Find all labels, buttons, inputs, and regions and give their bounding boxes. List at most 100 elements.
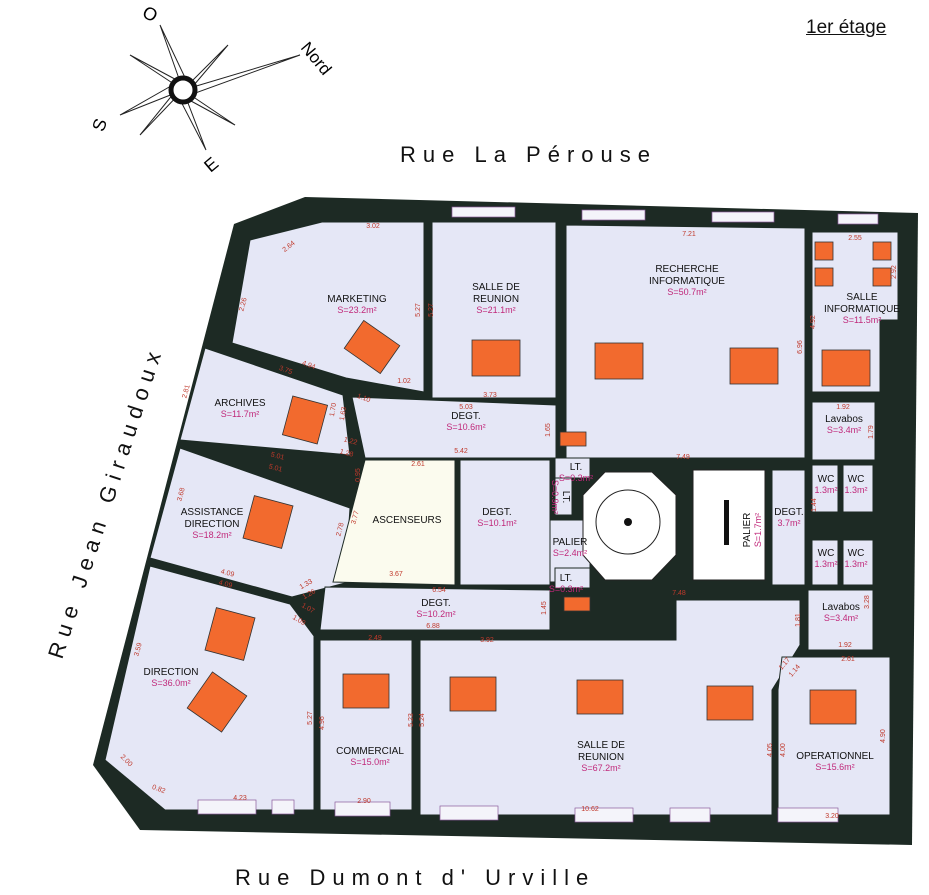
room-name: LT. xyxy=(570,462,583,473)
room-area: 3.7m² xyxy=(777,518,800,528)
dimension-label: 1.45 xyxy=(541,601,548,615)
dimension-label: 5.23 xyxy=(408,713,415,727)
dimension-label: 1.70 xyxy=(329,402,338,417)
room-degt xyxy=(459,459,551,586)
room-name: ASCENSEURS xyxy=(373,515,442,526)
room-area: S=10.6m² xyxy=(446,422,485,432)
room-name: PALIER xyxy=(553,537,588,548)
window xyxy=(451,206,516,218)
room-area: 1.3m² xyxy=(844,485,867,495)
dimension-label: 2.26 xyxy=(238,297,248,312)
room-area: S=0.9m² xyxy=(550,480,560,514)
dimension-label: 0.82 xyxy=(151,784,166,795)
room-recherche-informatique xyxy=(565,224,806,459)
dimension-label: 1.28 xyxy=(339,448,354,458)
dimension-label: 3.28 xyxy=(864,595,871,609)
room-name: DEGT. xyxy=(451,411,480,422)
room-commercial xyxy=(319,639,413,811)
dimension-label: 4.92 xyxy=(810,315,817,329)
dimension-label: 1.02 xyxy=(397,378,411,385)
dimension-label: 1.22 xyxy=(343,436,358,446)
desk xyxy=(563,596,591,612)
dimension-label: 3.68 xyxy=(176,487,186,502)
dimension-label: 7.49 xyxy=(676,454,690,461)
window xyxy=(837,213,879,225)
dimension-label: 4.00 xyxy=(780,743,787,757)
compass-rose: Nord O S E xyxy=(88,2,335,176)
street-bottom: Rue Dumont d' Urville xyxy=(235,865,595,890)
window xyxy=(669,807,711,823)
room-name: COMMERCIAL xyxy=(336,746,404,757)
room-lavabos xyxy=(811,401,876,461)
dimension-label: 3.02 xyxy=(366,223,380,230)
window xyxy=(574,807,634,823)
room-area: S=2.4m² xyxy=(553,548,587,558)
dimension-label: 7.21 xyxy=(682,231,696,238)
dimension-label: 4.94 xyxy=(301,360,316,371)
dimension-label: 4.96 xyxy=(319,716,326,730)
desk xyxy=(814,241,834,261)
desk xyxy=(242,495,294,549)
dimension-label: 5.27 xyxy=(307,711,314,725)
room-name: SALLE DE xyxy=(472,282,520,293)
dimension-label: 2.78 xyxy=(335,522,345,537)
room-label: WC1.3m² xyxy=(814,548,837,569)
dimension-label: 1.81 xyxy=(795,613,802,627)
room-name: REUNION xyxy=(473,294,519,305)
room-area: S=0.3m² xyxy=(559,473,593,483)
room-label: LT.S=0.3m² xyxy=(549,573,583,594)
dimension-label: 2.61 xyxy=(411,461,425,468)
street-top: Rue La Pérouse xyxy=(400,142,657,167)
room-name: INFORMATIQUE xyxy=(649,276,725,287)
room-name: DEGT. xyxy=(482,507,511,518)
room-name: WC xyxy=(818,474,835,485)
dimension-label: 3.73 xyxy=(483,392,497,399)
dimension-label: 5.27 xyxy=(428,303,435,317)
room-area: S=11.7m² xyxy=(221,409,260,419)
room-label: ASCENSEURS xyxy=(373,515,442,526)
room-area: S=0.3m² xyxy=(549,584,583,594)
room-area: S=3.4m² xyxy=(827,425,861,435)
desk xyxy=(449,676,497,712)
dimension-label: 1.92 xyxy=(836,404,850,411)
room-area: S=15.0m² xyxy=(350,757,389,767)
room-wc xyxy=(842,539,874,586)
dimension-label: 1.63 xyxy=(339,406,348,421)
room-name: ASSISTANCE xyxy=(181,507,244,518)
room-name: DIRECTION xyxy=(185,519,240,530)
dimension-label: 4.09 xyxy=(220,568,235,578)
dimension-label: 5.27 xyxy=(415,303,422,317)
room-name: WC xyxy=(818,548,835,559)
window xyxy=(439,805,499,821)
room-area: S=67.2m² xyxy=(581,763,620,773)
dimension-label: 4.23 xyxy=(233,795,247,802)
desk xyxy=(872,267,892,287)
room-label: DEGT.S=10.2m² xyxy=(416,598,455,619)
room-lavabos xyxy=(807,589,874,651)
dimension-label: 3.75 xyxy=(278,365,293,376)
desk xyxy=(706,685,754,721)
desk xyxy=(594,342,644,380)
floor-title: 1er étage xyxy=(806,17,887,38)
room-label: DEGT.S=10.6m² xyxy=(446,411,485,432)
room-name: DIRECTION xyxy=(144,667,199,678)
dimension-label: 1.44 xyxy=(811,498,818,512)
dimension-label: 2.81 xyxy=(181,384,191,399)
window xyxy=(777,807,839,823)
room-label: LT.S=0.3m² xyxy=(559,462,593,483)
dimension-label: 1.79 xyxy=(868,425,875,439)
compass-west: O xyxy=(139,2,161,26)
room-area: S=11.5m² xyxy=(843,315,882,325)
dimension-label: 2.55 xyxy=(848,235,862,242)
desk xyxy=(281,395,329,445)
desk xyxy=(204,607,256,661)
room-name: DEGT. xyxy=(421,598,450,609)
room-name: LT. xyxy=(560,573,573,584)
